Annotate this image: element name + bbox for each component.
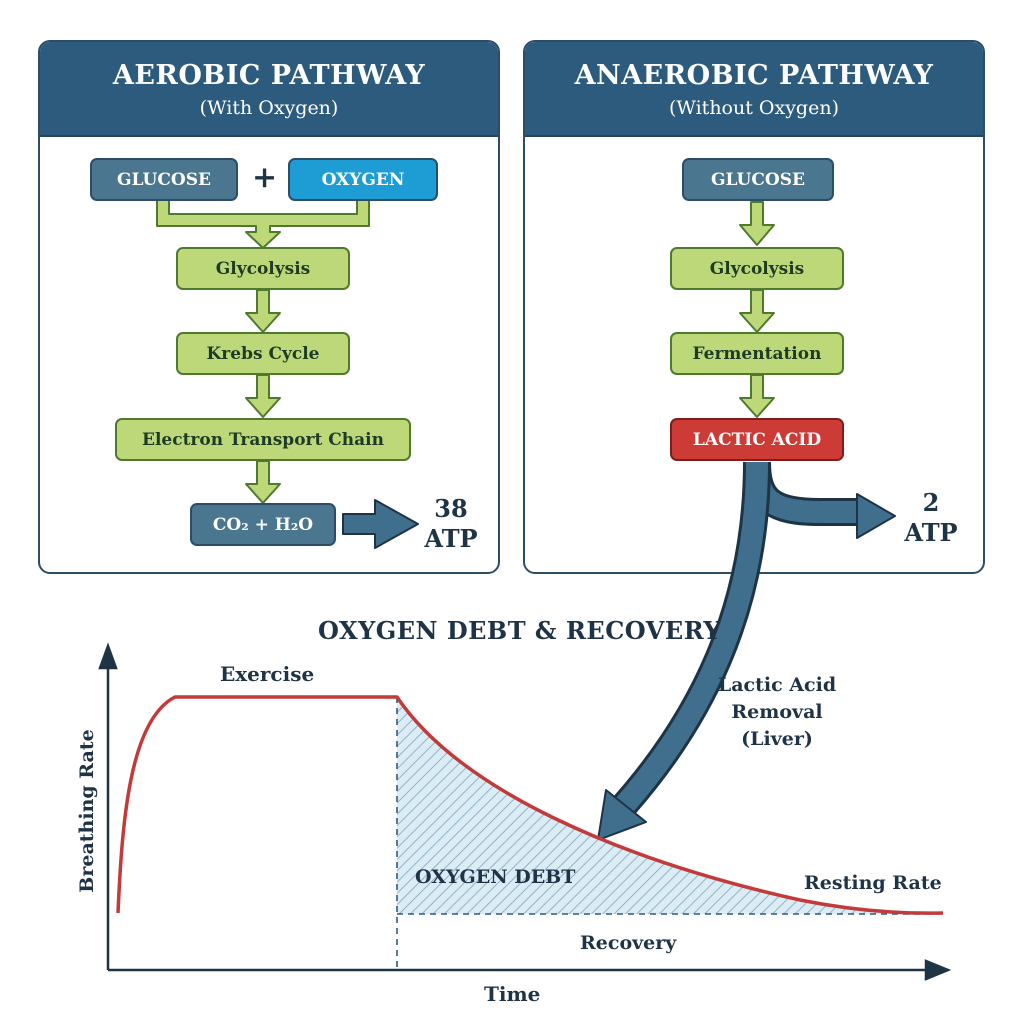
removal-line-2: Removal — [731, 701, 823, 723]
y-axis-label: Breathing Rate — [76, 729, 98, 893]
aerobic-atp-label: 38 ATP — [415, 494, 487, 554]
recovery-label: Recovery — [580, 932, 677, 954]
aerobic-title: AEROBIC PATHWAY — [112, 60, 426, 91]
aerobic-glycolysis-box: Glycolysis — [176, 247, 350, 290]
anaerobic-title: ANAEROBIC PATHWAY — [574, 60, 934, 91]
aerobic-glucose-box: GLUCOSE — [90, 158, 238, 201]
aerobic-oxygen-box: OXYGEN — [288, 158, 438, 201]
aerobic-flow-arrows — [245, 289, 281, 504]
aerobic-atp-value: 38 — [434, 494, 468, 523]
exercise-label: Exercise — [220, 662, 315, 686]
lactic-acid-branch-arrow — [597, 461, 896, 841]
lactic-acid-box: LACTIC ACID — [670, 418, 844, 461]
x-axis-label: Time — [484, 982, 541, 1006]
aerobic-subtitle: (With Oxygen) — [199, 97, 339, 119]
resting-rate-label: Resting Rate — [804, 872, 942, 894]
aerobic-atp-arrow — [342, 499, 419, 549]
oxygen-debt-region — [397, 697, 943, 914]
anaerobic-glycolysis-box: Glycolysis — [670, 247, 844, 290]
removal-line-1: Lactic Acid — [717, 674, 837, 696]
breathing-rate-curve — [116, 695, 944, 915]
aerobic-atp-unit: ATP — [424, 524, 478, 553]
co2-h2o-box: CO₂ + H₂O — [190, 503, 336, 546]
aerobic-header: AEROBIC PATHWAY (With Oxygen) — [40, 42, 498, 137]
anaerobic-header: ANAEROBIC PATHWAY (Without Oxygen) — [525, 42, 983, 137]
removal-line-3: (Liver) — [741, 728, 813, 750]
krebs-cycle-box: Krebs Cycle — [176, 332, 350, 375]
anaerobic-subtitle: (Without Oxygen) — [669, 97, 839, 119]
anaerobic-atp-unit: ATP — [904, 518, 958, 547]
lactic-acid-removal-label: Lactic Acid Removal (Liver) — [702, 672, 852, 753]
anaerobic-atp-value: 2 — [922, 488, 940, 517]
anaerobic-flow-arrows — [739, 201, 775, 418]
aerobic-merge-connector — [156, 199, 370, 249]
anaerobic-glucose-box: GLUCOSE — [682, 158, 834, 201]
oxygen-debt-label: OXYGEN DEBT — [415, 866, 576, 888]
graph-axes — [98, 642, 952, 981]
graph-title: OXYGEN DEBT & RECOVERY — [318, 616, 722, 645]
plus-sign: + — [252, 160, 278, 195]
fermentation-box: Fermentation — [670, 332, 844, 375]
electron-transport-chain-box: Electron Transport Chain — [115, 418, 411, 461]
anaerobic-atp-label: 2 ATP — [897, 488, 965, 548]
